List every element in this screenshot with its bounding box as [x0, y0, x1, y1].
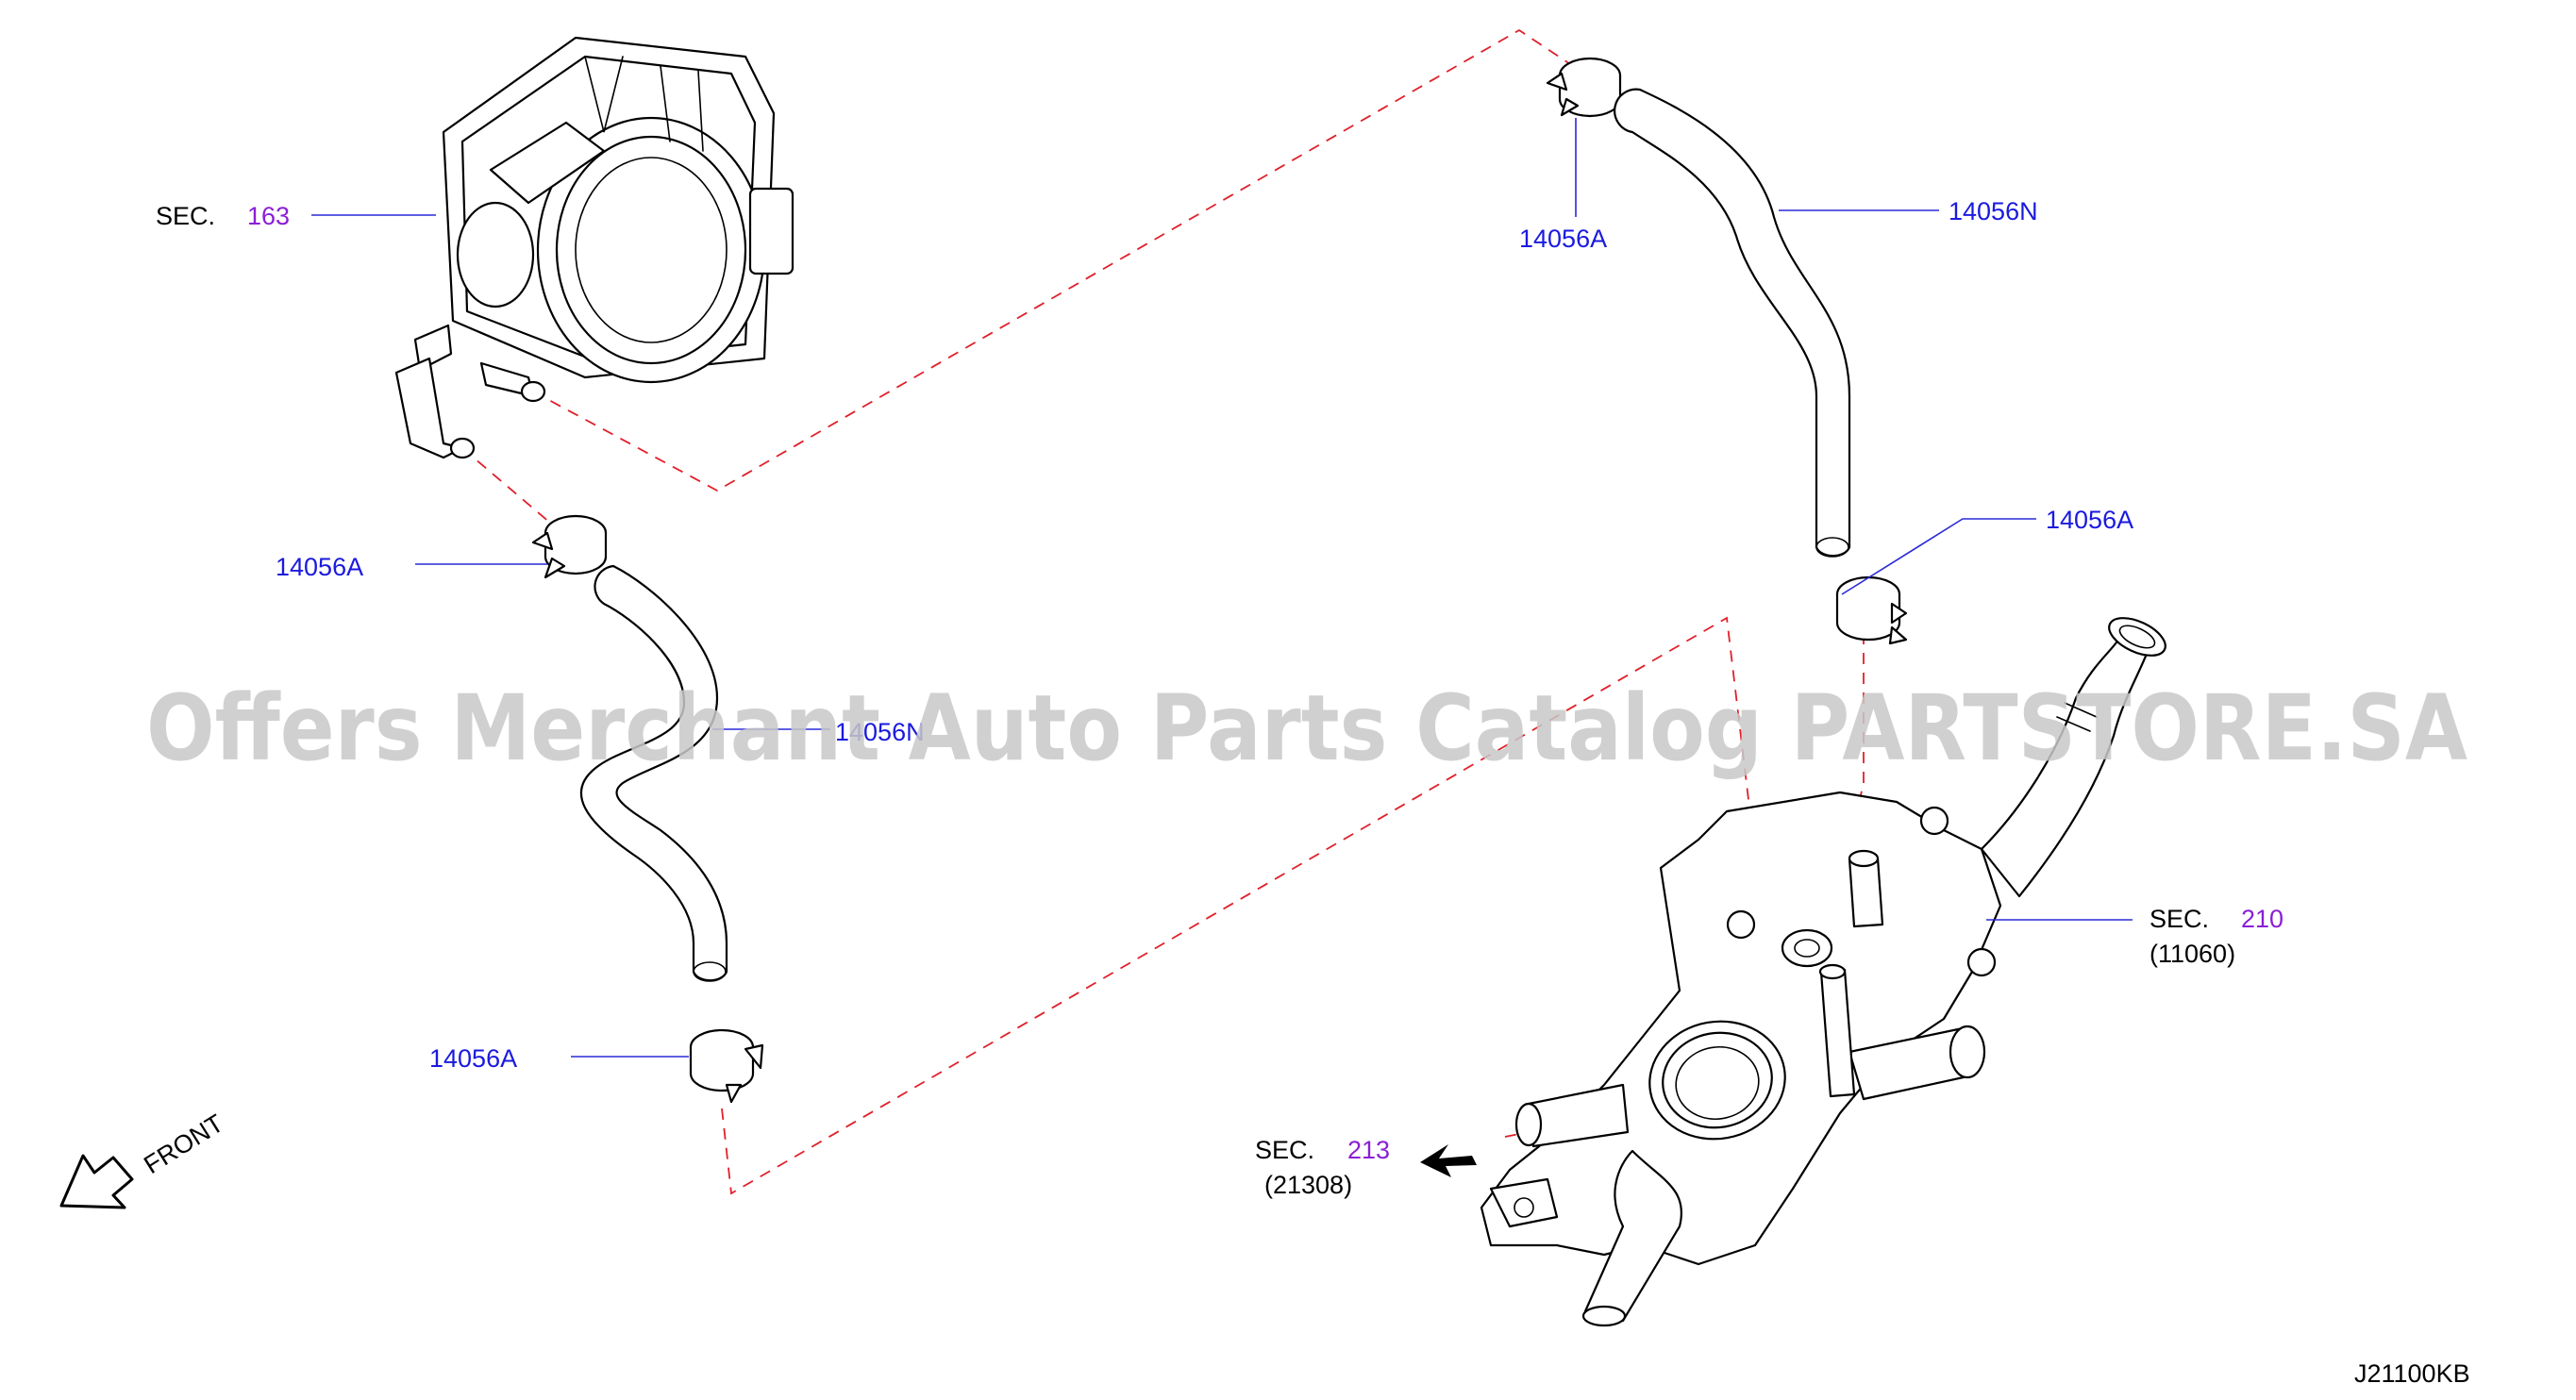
diagram-code: J21100KB: [2354, 1359, 2470, 1388]
sec163-label: SEC. 163: [156, 202, 290, 230]
front-arrow-icon: [59, 1154, 134, 1209]
clamp-right-illustration: [1835, 575, 1908, 645]
clamp-left-lower-illustration: [689, 1028, 764, 1104]
sec213-sub: (21308): [1264, 1171, 1352, 1199]
clamp-top-center-illustration: [1546, 57, 1622, 118]
leader-lines: [311, 118, 2133, 1058]
sec163-prefix: SEC.: [156, 202, 215, 230]
sec210-number: 210: [2241, 905, 2283, 933]
sec213-prefix: SEC.: [1255, 1136, 1314, 1164]
front-label: FRONT: [139, 1108, 228, 1179]
hose-left-illustration: [579, 564, 728, 982]
watermark-text: Offers Merchant Auto Parts Catalog PARTS…: [146, 675, 2467, 781]
throttle-body-illustration: [394, 36, 795, 459]
sec210-sub: (11060): [2149, 940, 2235, 968]
sec213-number: 213: [1347, 1136, 1390, 1164]
part-label-clamp-left-upper: 14056A: [276, 553, 363, 581]
sec213-label: SEC. 213 (21308): [1255, 1136, 1390, 1199]
arrow-sec213-icon: [1420, 1144, 1477, 1177]
part-label-hose-left: 14056N: [835, 718, 925, 746]
part-label-clamp-top-center: 14056A: [1519, 225, 1607, 253]
part-label-hose-right: 14056N: [1949, 197, 2038, 225]
water-outlet-illustration: [1480, 617, 2166, 1327]
sec210-label: SEC. 210 (11060): [2149, 905, 2283, 968]
part-label-clamp-left-lower: 14056A: [429, 1044, 517, 1073]
clamp-left-upper-illustration: [531, 514, 608, 579]
hose-right-illustration: [1614, 88, 1851, 558]
sec210-prefix: SEC.: [2149, 905, 2209, 933]
sec163-number: 163: [247, 202, 290, 230]
part-label-clamp-right: 14056A: [2046, 506, 2133, 534]
